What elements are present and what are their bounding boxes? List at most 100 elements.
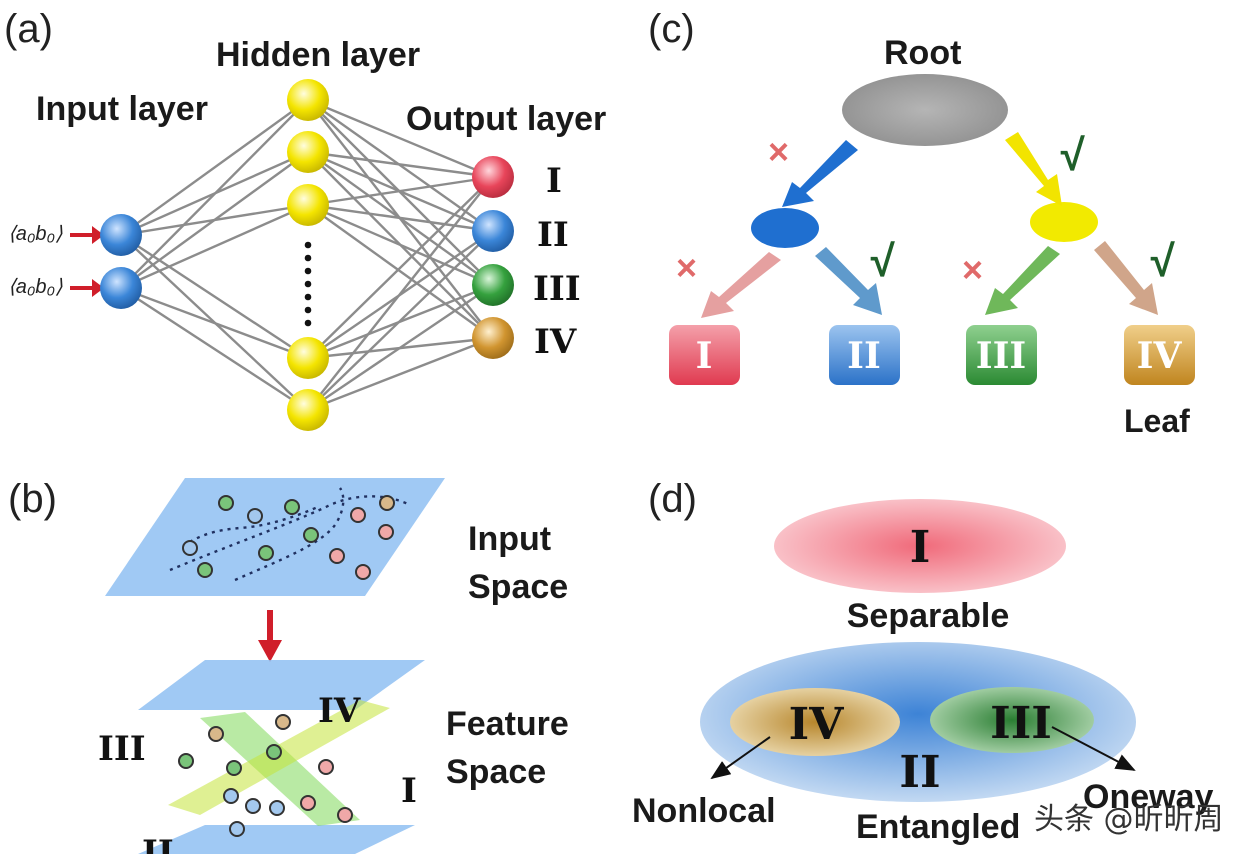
network-edge bbox=[307, 176, 494, 359]
tree-arrow-to-leaf-2 bbox=[815, 247, 882, 315]
input-node-2 bbox=[100, 267, 142, 309]
check-mark-leaf-4: √ bbox=[1148, 237, 1175, 286]
network-edge bbox=[307, 175, 494, 207]
leaf-label-2: II bbox=[847, 335, 881, 377]
input-space-label-1: Input bbox=[468, 520, 551, 558]
tree-arrow-to-leaf-4 bbox=[1094, 241, 1158, 315]
network-edge bbox=[120, 203, 309, 290]
input-space-plane bbox=[105, 478, 445, 596]
nonlocal-pointer bbox=[710, 736, 771, 780]
left-branch-node bbox=[751, 208, 819, 248]
tree-arrow-root-right bbox=[1005, 132, 1062, 206]
output-node-3 bbox=[472, 264, 514, 306]
x-mark-root-left: × bbox=[768, 131, 789, 172]
input-arrow-2 bbox=[70, 279, 104, 297]
mapping-arrow bbox=[258, 610, 282, 662]
panel-b-feature-space: (b) Input Space bbox=[8, 477, 569, 854]
network-edge bbox=[307, 203, 494, 287]
hidden-node-4 bbox=[287, 337, 329, 379]
class-iii-label: III bbox=[990, 698, 1052, 749]
leaf-label-3: III bbox=[976, 335, 1027, 377]
panel-d-state-classes: (d) I Separable IV III II Nonlocal Onewa… bbox=[632, 477, 1224, 846]
feature-space-plane-bottom bbox=[138, 825, 415, 854]
network-edge bbox=[307, 230, 494, 411]
network-edge bbox=[307, 204, 494, 339]
network-edge bbox=[120, 286, 309, 412]
nonlocal-region bbox=[730, 688, 900, 756]
separable-region bbox=[774, 499, 1066, 593]
root-node bbox=[842, 74, 1008, 146]
root-label: Root bbox=[884, 34, 961, 72]
network-edge bbox=[120, 151, 309, 289]
feature-region-ii: II bbox=[142, 833, 174, 854]
feature-region-iii: III bbox=[98, 729, 146, 769]
output-label-4: IV bbox=[534, 322, 577, 362]
feature-region-iv: IV bbox=[318, 691, 361, 731]
leaf-label-4: IV bbox=[1137, 335, 1183, 377]
input-state-1-label: ⟨a₀b₀⟩ bbox=[8, 223, 63, 245]
hidden-ellipsis-dots bbox=[304, 241, 312, 327]
entangled-region bbox=[700, 642, 1136, 802]
oneway-region bbox=[930, 687, 1094, 753]
input-space-label-2: Space bbox=[468, 568, 568, 606]
hidden-node-3 bbox=[287, 184, 329, 226]
leaf-box-2 bbox=[829, 325, 900, 385]
output-label-3: III bbox=[533, 269, 581, 309]
right-branch-node bbox=[1030, 202, 1098, 242]
output-layer-label: Output layer bbox=[406, 100, 606, 138]
feature-space-plane-top bbox=[138, 660, 425, 710]
leaf-label-1: I bbox=[696, 335, 713, 377]
panel-c-decision-tree: (c) Root × √ × √ × √ I II III IV Leaf bbox=[648, 7, 1195, 439]
tree-arrow-to-leaf-1 bbox=[701, 252, 781, 318]
feature-space-label-1: Feature bbox=[446, 705, 569, 743]
leaf-box-4 bbox=[1124, 325, 1195, 385]
class-iv-label: IV bbox=[789, 699, 845, 750]
network-edge bbox=[307, 150, 494, 179]
network-edge bbox=[120, 233, 309, 360]
leaf-box-1 bbox=[669, 325, 740, 385]
oneway-label: Oneway bbox=[1083, 778, 1213, 816]
input-space-points bbox=[182, 495, 395, 580]
network-connections bbox=[120, 98, 494, 412]
network-edge bbox=[307, 203, 494, 233]
hidden-node-1 bbox=[287, 79, 329, 121]
input-state-2-label: ⟨a₀b₀⟩ bbox=[8, 276, 63, 298]
network-edge bbox=[307, 176, 494, 411]
oneway-pointer bbox=[1051, 726, 1136, 771]
network-edge bbox=[120, 286, 309, 360]
output-node-1 bbox=[472, 156, 514, 198]
hidden-node-2 bbox=[287, 131, 329, 173]
feature-region-i: I bbox=[401, 771, 417, 811]
check-mark-root-right: √ bbox=[1058, 131, 1085, 180]
separable-label: Separable bbox=[847, 597, 1010, 635]
leaf-box-3 bbox=[966, 325, 1037, 385]
tree-arrow-to-leaf-3 bbox=[985, 246, 1060, 315]
hidden-layer-label: Hidden layer bbox=[216, 36, 420, 74]
feature-space-label-2: Space bbox=[446, 753, 546, 791]
input-layer-label: Input layer bbox=[36, 90, 208, 128]
panel-c-letter: (c) bbox=[648, 7, 695, 51]
output-node-4 bbox=[472, 317, 514, 359]
class-ii-label: II bbox=[899, 747, 940, 798]
network-edge bbox=[120, 99, 309, 236]
panel-a-letter: (a) bbox=[4, 7, 53, 51]
panel-b-letter: (b) bbox=[8, 477, 57, 521]
panel-d-letter: (d) bbox=[648, 477, 697, 521]
panel-a-neural-network: (a) Hidden layer Input layer Output laye… bbox=[4, 7, 606, 431]
x-mark-leaf-3: × bbox=[962, 249, 983, 290]
leaf-caption: Leaf bbox=[1124, 403, 1190, 439]
x-mark-leaf-1: × bbox=[676, 247, 697, 288]
check-mark-leaf-2: √ bbox=[868, 237, 895, 286]
watermark: 头条 @昕昕周 bbox=[1034, 802, 1224, 837]
class-i-label: I bbox=[910, 522, 931, 573]
network-edge bbox=[307, 284, 494, 411]
network-edge bbox=[307, 98, 494, 179]
input-arrow-1 bbox=[70, 226, 104, 244]
tree-arrow-root-left bbox=[782, 140, 858, 207]
input-node-1 bbox=[100, 214, 142, 256]
network-edge bbox=[307, 336, 494, 412]
entangled-label: Entangled bbox=[856, 808, 1020, 846]
feature-space-points bbox=[178, 714, 353, 837]
output-label-1: I bbox=[546, 161, 562, 201]
nonlocal-label: Nonlocal bbox=[632, 792, 776, 830]
